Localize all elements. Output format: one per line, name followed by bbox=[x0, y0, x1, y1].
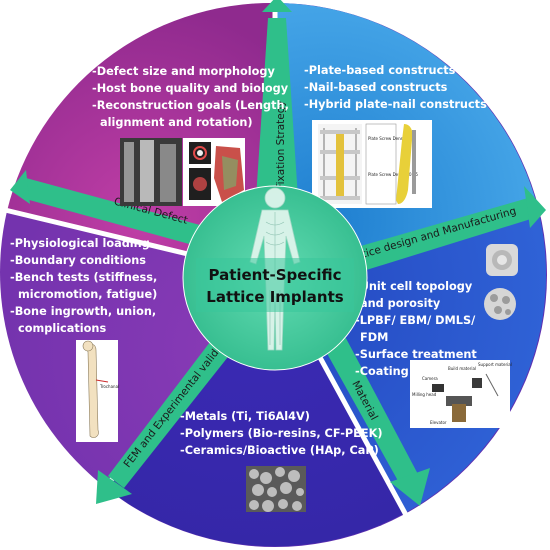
lattice-item-3: -LPBF/ EBM/ DMLS/ bbox=[355, 314, 476, 327]
segment-material bbox=[105, 275, 405, 547]
lattice-list: -Unit cell topology and porosity -LPBF/ … bbox=[355, 280, 477, 378]
fem-femur-image: Trochanal bbox=[76, 340, 119, 442]
printer-label-build: Build material bbox=[448, 366, 476, 371]
printer-label-milling: Milling head bbox=[412, 392, 437, 397]
fem-item-4: micromotion, fatigue) bbox=[18, 288, 157, 301]
material-item-2: -Polymers (Bio-resins, CF-PEEK) bbox=[180, 427, 383, 440]
plate-label-2: Plate Screw Density 0.75 bbox=[368, 172, 418, 177]
lattice-unit-cells bbox=[484, 244, 518, 320]
fem-item-2: -Boundary conditions bbox=[10, 254, 146, 267]
printer-label-support: Support material bbox=[478, 362, 512, 367]
fem-item-1: -Physiological loading bbox=[10, 237, 150, 250]
center-title-backdrop bbox=[196, 258, 354, 312]
clinical-item-3: -Reconstruction goals (Length, bbox=[92, 99, 289, 112]
fixation-item-2: -Nail-based constructs bbox=[304, 81, 448, 94]
arrow-clinical bbox=[10, 170, 248, 258]
center-title-line-2: Lattice Implants bbox=[206, 288, 344, 306]
fixation-list: -Plate-based constructs -Nail-based cons… bbox=[304, 64, 487, 111]
arrow-label-fixation: Fixation Strategy bbox=[275, 100, 287, 189]
fem-list: -Physiological loading -Boundary conditi… bbox=[10, 237, 157, 335]
femur-label: Trochanal bbox=[99, 384, 119, 389]
printer-label-elevator: Elevator bbox=[430, 420, 447, 425]
clinical-item-2: -Host bone quality and biology bbox=[92, 82, 289, 95]
plate-label-1: Plate Screw Density 0.5 bbox=[368, 136, 416, 141]
fem-item-5: -Bone ingrowth, union, bbox=[10, 305, 156, 318]
lattice-item-1: -Unit cell topology bbox=[355, 280, 473, 293]
clinical-defect-list: -Defect size and morphology -Host bone q… bbox=[92, 65, 289, 129]
lattice-item-5: -Surface treatment bbox=[355, 348, 477, 361]
fixation-construct-image: Plate Screw Density 0.5 Plate Screw Dens… bbox=[312, 120, 432, 208]
lattice-item-2: and porosity bbox=[360, 297, 441, 310]
printer-schematic: Build material Support material Camera M… bbox=[410, 360, 512, 428]
clinical-item-4: alignment and rotation) bbox=[100, 116, 253, 129]
lattice-item-6: -Coating bbox=[355, 365, 409, 378]
fixation-item-3: -Hybrid plate-nail constructs bbox=[304, 98, 487, 111]
material-item-1: -Metals (Ti, Ti6Al4V) bbox=[180, 410, 310, 423]
fixation-item-1: -Plate-based constructs bbox=[304, 64, 456, 77]
material-list: -Metals (Ti, Ti6Al4V) -Polymers (Bio-res… bbox=[180, 410, 383, 457]
lattice-item-4: FDM bbox=[360, 331, 388, 344]
clinical-xray-image bbox=[120, 138, 245, 206]
clinical-item-1: -Defect size and morphology bbox=[92, 65, 275, 78]
center-title-line-1: Patient-Specific bbox=[208, 266, 341, 284]
material-sem-image bbox=[246, 466, 306, 512]
fem-item-3: -Bench tests (stiffness, bbox=[10, 271, 157, 284]
material-item-3: -Ceramics/Bioactive (HAp, CaP) bbox=[180, 444, 379, 457]
fem-item-6: complications bbox=[18, 322, 106, 335]
printer-label-camera: Camera bbox=[422, 376, 438, 381]
arrow-fixation bbox=[254, 0, 300, 228]
